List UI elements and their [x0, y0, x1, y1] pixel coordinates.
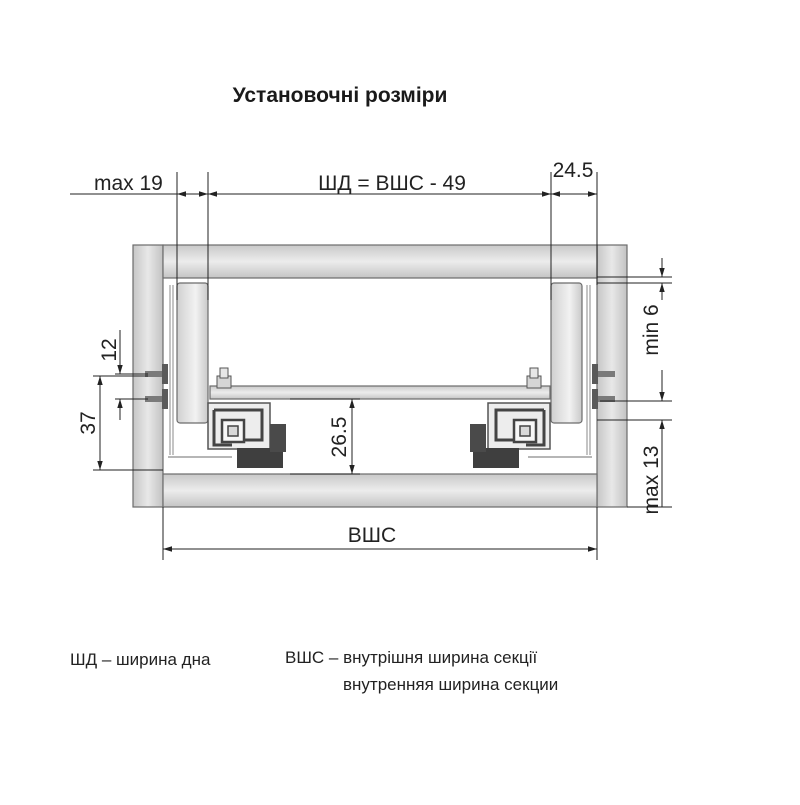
dim-26-5: 26.5: [328, 417, 351, 458]
screw-icon: [592, 389, 615, 409]
drawer-right-wall: [550, 282, 583, 424]
dim-max-19: max 19: [94, 172, 163, 195]
legend-inner-width-ru: внутренняя ширина секции: [343, 675, 559, 694]
drawer-left-wall: [176, 282, 209, 424]
dim-37: 37: [77, 411, 100, 434]
screw-icon: [145, 389, 168, 409]
legend-bottom-width: ШД – ширина дна: [70, 650, 211, 669]
dim-min-6: min 6: [640, 304, 663, 355]
dim-24-5: 24.5: [553, 159, 594, 182]
bottom-panel: [162, 473, 598, 508]
left-runner: [207, 367, 286, 468]
dim-12: 12: [98, 338, 121, 361]
screw-icon: [145, 364, 168, 384]
dim-max-13: max 13: [640, 446, 663, 515]
legend-inner-width-ua: ВШС – внутрішня ширина секції: [285, 648, 538, 667]
top-panel: [162, 244, 598, 279]
dim-inner-width: ВШС: [348, 524, 396, 547]
drawer-sides: [168, 282, 592, 458]
drawer-bottom: [209, 385, 551, 400]
dim-bottom-width-formula: ШД = ВШС - 49: [318, 172, 466, 195]
mounting-screws: [145, 364, 615, 409]
diagram-title: Установочні розміри: [233, 84, 448, 107]
screw-icon: [592, 364, 615, 384]
right-runner: [470, 367, 551, 468]
